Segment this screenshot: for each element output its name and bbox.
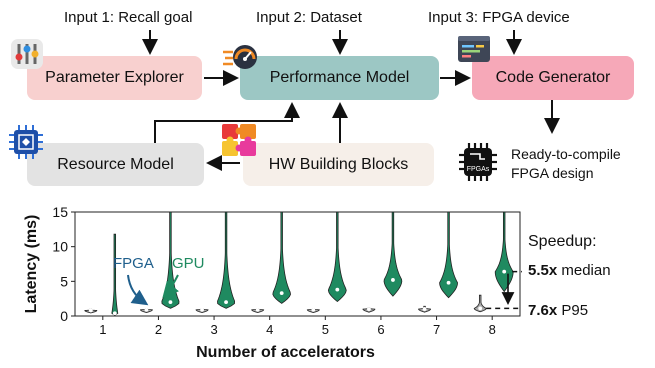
y-tick-label: 5: [60, 273, 68, 289]
resource-model-box: Resource Model: [27, 143, 204, 186]
gpu-annotation-arrow: [162, 274, 179, 299]
fpga-violin-median: [88, 308, 93, 313]
latency-violin-chart: 0 5 10 15 1 2 3 4 5 6 7 8 Latency (ms) Number of acc…: [23, 204, 522, 361]
gpu-violin-median: [168, 300, 173, 305]
fpga-violin-median: [478, 306, 483, 311]
gpu-violin: [272, 211, 291, 304]
x-tick-label: 3: [210, 322, 217, 337]
x-tick-label: 8: [489, 322, 496, 337]
parameter-explorer-label: Parameter Explorer: [45, 69, 184, 86]
resource-model-label: Resource Model: [57, 155, 174, 173]
output-text: Ready-to-compile FPGA design: [511, 145, 621, 183]
gpu-violin: [494, 211, 514, 293]
puzzle-icon: [222, 124, 256, 156]
fpga-chip-text: FPGAs: [467, 166, 490, 173]
plot-frame: [74, 211, 521, 317]
x-tick-label: 6: [377, 322, 384, 337]
speedup-median: 5.5x median: [528, 262, 611, 279]
code-editor-icon: [458, 36, 490, 62]
fpga-violin-median: [200, 307, 204, 312]
x-tick-label: 1: [99, 322, 106, 337]
gpu-violin: [327, 211, 347, 303]
gpu-violin: [439, 211, 458, 299]
fpga-violin-median: [255, 307, 260, 312]
fpga-annotation-arrow: [127, 274, 149, 306]
input-3-label: Input 3: FPGA device: [428, 9, 570, 26]
fpga-violin-median: [311, 307, 316, 312]
sliders-icon: [11, 39, 43, 69]
y-tick-label: 10: [52, 239, 68, 255]
hw-building-blocks-label: HW Building Blocks: [268, 155, 409, 173]
parameter-explorer-box: Parameter Explorer: [27, 56, 202, 100]
gpu-violin: [217, 211, 236, 309]
speedup-median-value: 5.5x: [528, 262, 558, 279]
arrow-resource-to-perf: [154, 102, 300, 143]
fpga-chip-icon: FPGAs: [459, 143, 497, 181]
fpga-annotation: FPGA: [113, 255, 154, 272]
performance-model-box: Performance Model: [240, 56, 439, 100]
fpga-violin: [473, 294, 487, 313]
code-generator-label: Code Generator: [495, 69, 611, 86]
speedup-title: Speedup:: [528, 233, 597, 250]
fpga-violin-median: [367, 307, 371, 311]
y-axis-label: Latency (ms): [23, 215, 40, 314]
x-tick-label: 5: [322, 322, 329, 337]
x-tick-label: 2: [155, 322, 162, 337]
gpu-violin-median: [112, 311, 117, 316]
x-axis-label: Number of accelerators: [196, 344, 375, 361]
hw-building-blocks-box: HW Building Blocks: [243, 143, 434, 186]
gpu-violin-median: [335, 287, 340, 292]
fpga-violin-median: [144, 307, 149, 312]
gpu-annotation: GPU: [172, 255, 205, 272]
y-tick-label: 15: [52, 204, 68, 220]
gpu-violin: [111, 233, 119, 316]
x-tick-label: 7: [433, 322, 440, 337]
speedup-median-label: median: [561, 262, 611, 279]
speedup-p95: 7.6x P95: [528, 302, 588, 319]
gpu-violin-median: [446, 280, 451, 285]
pipeline-arrows: [142, 30, 560, 171]
code-generator-box: Code Generator: [472, 56, 634, 100]
cpu-chip-icon: [9, 125, 43, 159]
speedup-p95-label: P95: [561, 302, 589, 319]
gpu-violin: [161, 211, 180, 309]
input-1-label: Input 1: Recall goal: [64, 9, 193, 26]
x-tick-label: 4: [266, 322, 273, 337]
gpu-violin-median: [224, 300, 228, 305]
y-tick-label: 0: [60, 308, 68, 324]
speedup-p95-value: 7.6x: [528, 302, 558, 319]
gpu-violin-median: [502, 269, 507, 274]
performance-model-label: Performance Model: [269, 69, 410, 86]
gpu-violin: [383, 211, 403, 297]
fpga-violin-median: [422, 307, 427, 311]
gpu-violin-median: [279, 291, 284, 296]
speedometer-icon: [223, 45, 257, 69]
output-line-1: Ready-to-compile: [511, 146, 621, 162]
input-2-label: Input 2: Dataset: [256, 9, 362, 26]
output-line-2: FPGA design: [511, 165, 594, 181]
gpu-violin-median: [391, 278, 395, 282]
